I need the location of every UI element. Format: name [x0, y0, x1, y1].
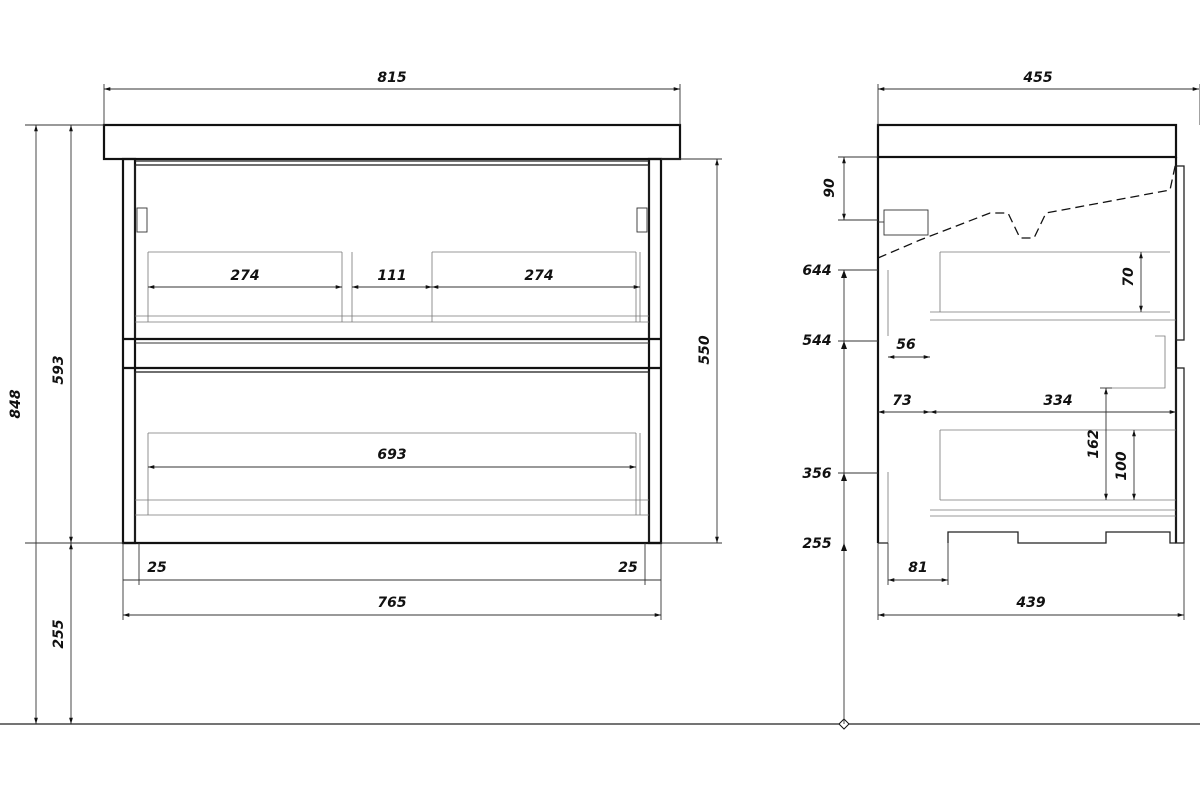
dim-cabinet-height: 593: [51, 125, 73, 543]
label-inner-height: 550: [697, 335, 713, 364]
front-view: 815 848 593 255 550 274 11: [8, 70, 722, 724]
dim-pipe-offset: 56: [888, 337, 930, 359]
dim-upper-drawer-height: 70: [1121, 252, 1143, 312]
dim-total-height: 848: [8, 124, 123, 724]
side-upper-drawer-inner: [887, 251, 1176, 336]
label-top-zone: 90: [822, 178, 838, 198]
label-upper-drawer-height: 70: [1121, 267, 1137, 287]
label-right-offset: 25: [618, 560, 638, 576]
label-inner-box-height: 100: [1114, 451, 1130, 480]
dim-leg-height: 255: [51, 543, 73, 724]
front-lower-inner-box: [135, 432, 649, 516]
label-pipe-offset: 56: [896, 337, 916, 353]
dim-front-gap: 73: [878, 393, 930, 414]
label-overall-depth: 455: [1022, 70, 1052, 86]
label-drawer-depth: 334: [1043, 393, 1072, 409]
label-level-255: 255: [802, 536, 831, 552]
front-right-side-panel: [647, 157, 663, 545]
label-leg-height: 255: [51, 619, 67, 648]
side-view: 455 90 644 544 356 255 70: [802, 70, 1200, 724]
side-upper-door: [1175, 165, 1185, 341]
floor-line: [0, 718, 1200, 730]
label-level-644: 644: [802, 263, 831, 279]
label-foot-offset: 81: [908, 560, 927, 576]
label-cabinet-height: 593: [51, 355, 67, 384]
side-plinth: [878, 531, 1176, 544]
label-front-gap: 73: [892, 393, 911, 409]
label-right-compartment: 274: [524, 268, 553, 284]
label-left-offset: 25: [147, 560, 167, 576]
dim-inner-box-height: 100: [1114, 430, 1136, 500]
dim-lower-drawer-height: 162: [1086, 387, 1112, 500]
dim-upper-compartments: 274 111 274: [148, 268, 640, 289]
label-lower-drawer-height: 162: [1086, 429, 1102, 458]
label-total-height: 848: [8, 389, 24, 418]
dim-top-zone: 90: [822, 156, 878, 221]
label-center-gap: 111: [377, 268, 406, 284]
dim-overall-depth: 455: [877, 70, 1200, 125]
label-level-544: 544: [802, 333, 831, 349]
dim-body-width: 765: [123, 595, 661, 617]
side-lower-door: [1175, 367, 1185, 544]
front-left-side-panel: [121, 157, 137, 545]
label-drawer-width: 693: [377, 447, 406, 463]
label-body-depth: 439: [1015, 595, 1045, 611]
dim-drawer-width: 693: [148, 447, 636, 469]
siphon-outline: [877, 161, 1177, 259]
level-markers: 644 544 356 255: [802, 263, 878, 724]
dim-side-offsets: 25 25: [122, 543, 662, 620]
label-level-356: 356: [802, 466, 831, 482]
dim-drawer-depth: 334: [930, 393, 1176, 414]
dim-overall-width: 815: [103, 70, 681, 125]
label-body-width: 765: [377, 595, 406, 611]
dim-body-depth: 439: [877, 543, 1185, 620]
label-left-compartment: 274: [230, 268, 259, 284]
dim-foot-offset: 81: [887, 543, 949, 585]
dim-inner-height: 550: [661, 158, 722, 544]
side-countertop: [876, 123, 1178, 159]
side-lower-drawer-inner: [878, 411, 1176, 543]
label-overall-width: 815: [377, 70, 406, 86]
front-countertop: [102, 123, 682, 161]
